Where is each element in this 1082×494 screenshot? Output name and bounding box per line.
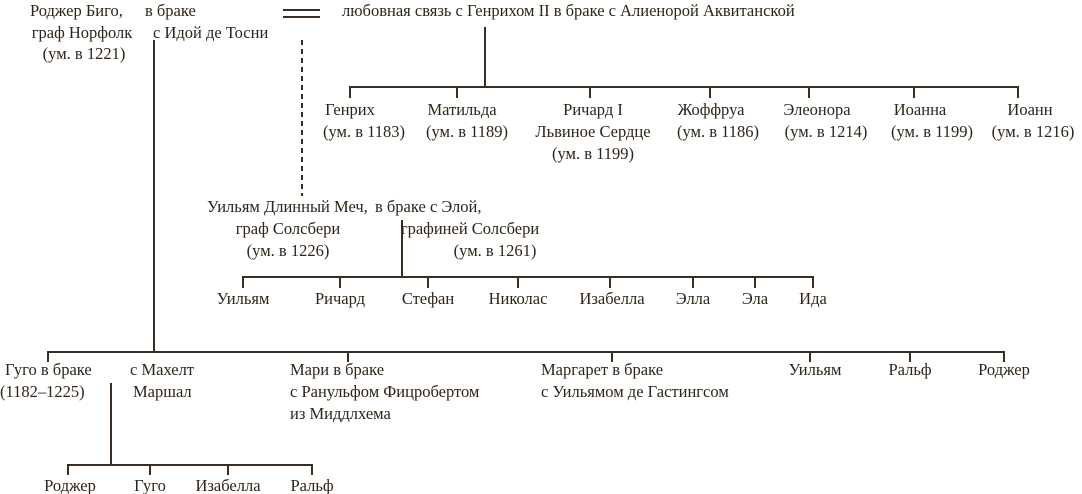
- margaret-line2: с Уильямом де Гастингсом: [541, 382, 729, 401]
- longsword-child: Изабелла: [579, 289, 645, 308]
- bigod-child: Роджер: [978, 360, 1030, 379]
- hugh-child: Ральф: [290, 476, 334, 494]
- longsword-death: (ум. в 1226): [246, 241, 330, 260]
- henry-child-name: Иоанн: [1007, 100, 1053, 119]
- mary-line1: Мари в браке: [290, 360, 385, 379]
- mary-line3: из Миддлхема: [290, 404, 391, 423]
- longsword-child: Ида: [799, 289, 827, 308]
- longsword-name: Уильям Длинный Меч,: [207, 197, 368, 216]
- henry-child-name: Ричард I: [563, 100, 623, 119]
- henry-relation: любовная связь с Генрихом II в браке с А…: [342, 1, 795, 20]
- hugh-child: Изабелла: [195, 476, 261, 494]
- ela-death: (ум. в 1261): [453, 241, 537, 260]
- roger-bigod-title: граф Норфолк: [31, 23, 133, 42]
- henry-child-death: (ум. в 1183): [322, 122, 406, 141]
- henry-child-death: (ум. в 1186): [676, 122, 760, 141]
- henry-child-death: (ум. в 1199): [890, 122, 974, 141]
- henry-child-name: Жоффруа: [677, 100, 745, 119]
- longsword-title: граф Солсбери: [235, 219, 341, 238]
- ela-line1: в браке с Элой,: [375, 197, 482, 216]
- longsword-child: Стефан: [401, 289, 455, 308]
- henry-child-death: (ум. в 1199): [551, 144, 635, 163]
- bigod-child: Ральф: [888, 360, 932, 379]
- ida-line2: с Идой де Тосни: [153, 23, 269, 42]
- roger-bigod-death: (ум. в 1221): [42, 44, 126, 63]
- henry-child-epithet: Львиное Сердце: [535, 122, 651, 141]
- henry-child-name: Матильда: [427, 100, 497, 119]
- henry-child-name: Генрих: [325, 100, 375, 119]
- margaret-line1: Маргарет в браке: [541, 360, 664, 379]
- hugh-child: Гуго: [134, 476, 166, 494]
- longsword-child: Эла: [741, 289, 769, 308]
- hugh-dates: (1182–1225): [0, 382, 85, 401]
- henry-child-death: (ум. в 1189): [425, 122, 509, 141]
- hugh-spouse-line2: Маршал: [133, 382, 192, 401]
- bigod-child: Уильям: [788, 360, 842, 379]
- hugh-name: Гуго в браке: [5, 360, 92, 379]
- henry-child-name: Элеонора: [783, 100, 851, 119]
- henry-child-name: Иоанна: [893, 100, 947, 119]
- longsword-child: Элла: [675, 289, 711, 308]
- ela-line2: графиней Солсбери: [400, 219, 540, 238]
- mary-line2: с Ранульфом Фицробертом: [290, 382, 480, 401]
- hugh-spouse-line1: с Махелт: [130, 360, 195, 379]
- ida-line1: в браке: [145, 1, 196, 20]
- roger-bigod-name: Роджер Биго,: [30, 1, 123, 20]
- henry-child-death: (ум. в 1214): [784, 122, 868, 141]
- longsword-child: Николас: [488, 289, 548, 308]
- henry-child-death: (ум. в 1216): [991, 122, 1075, 141]
- longsword-child: Уильям: [216, 289, 270, 308]
- hugh-child: Роджер: [44, 476, 96, 494]
- longsword-child: Ричард: [314, 289, 366, 308]
